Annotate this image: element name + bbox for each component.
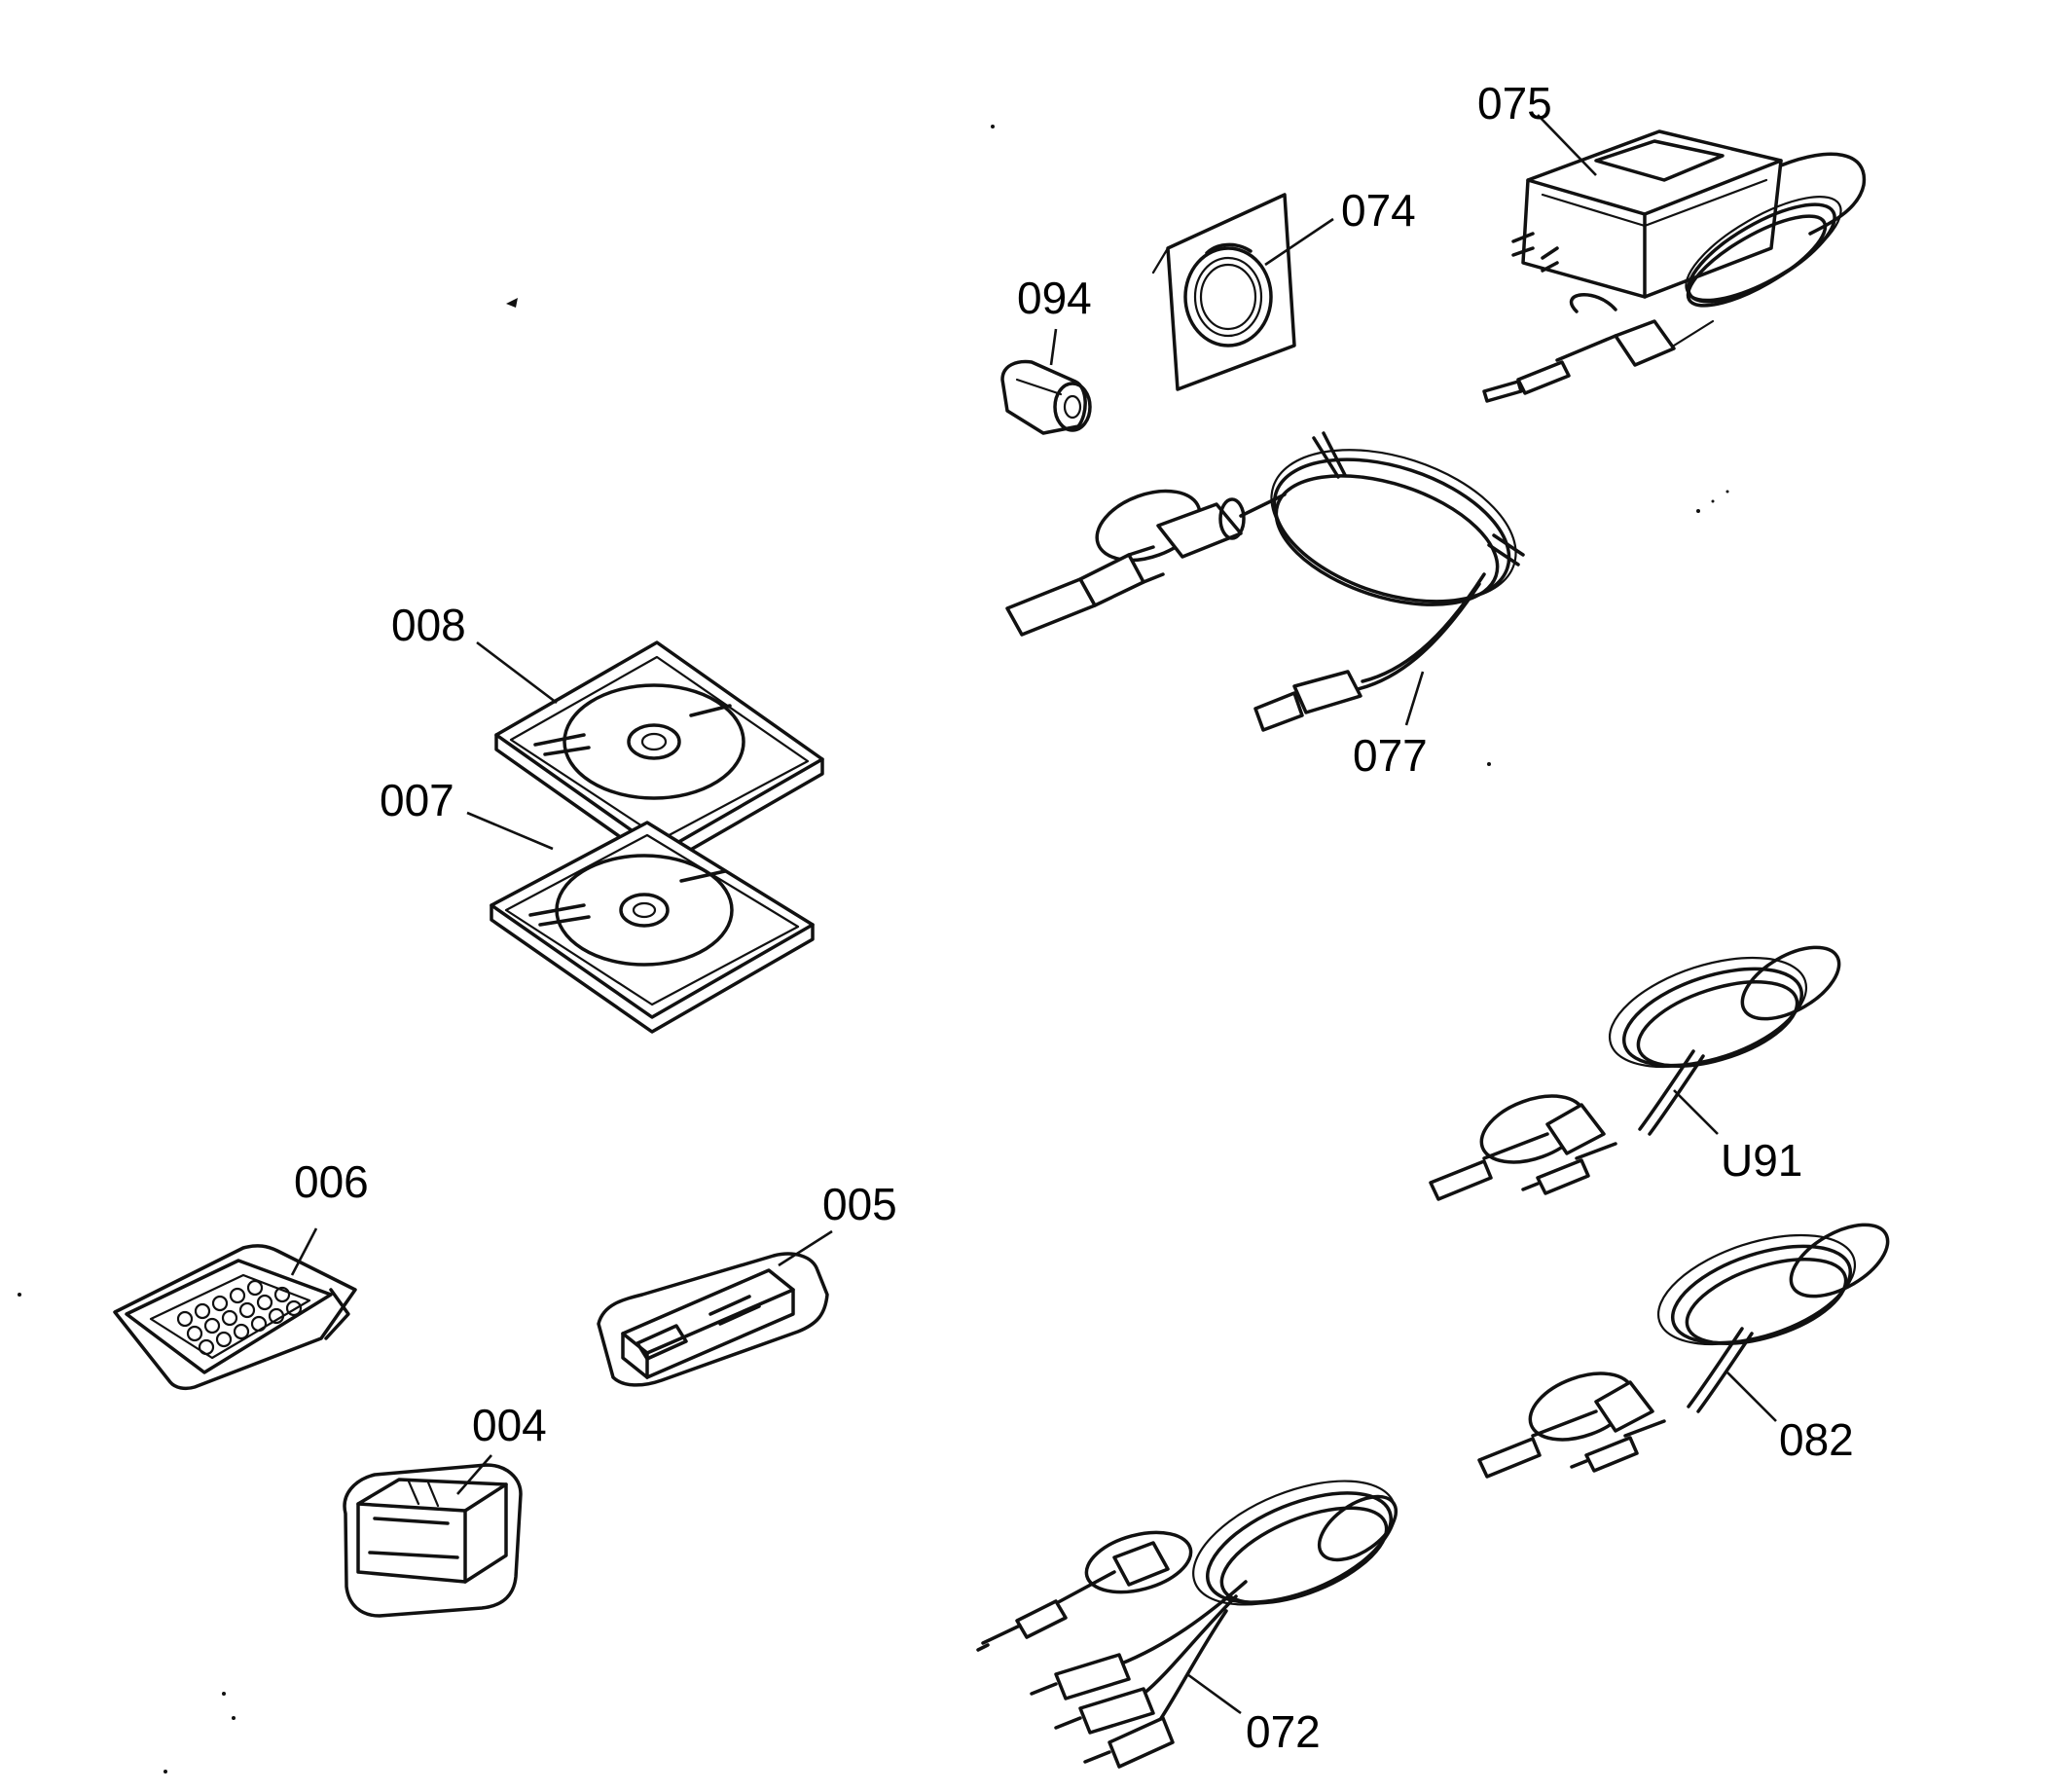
- battery-005: 005: [597, 1179, 897, 1387]
- lens-film-074: 074: [1151, 185, 1416, 391]
- battery-004: 004: [343, 1400, 547, 1618]
- av-cable-072: 072: [976, 1480, 1398, 1769]
- callout-074: 074: [1341, 185, 1416, 236]
- memory-card-006: 006: [113, 1156, 369, 1391]
- callout-u91: U91: [1721, 1135, 1802, 1186]
- callout-005: 005: [822, 1179, 897, 1229]
- scan-specks: [18, 125, 1729, 1774]
- ac-adapter-075: 075: [1477, 78, 1867, 403]
- callout-082: 082: [1779, 1414, 1854, 1465]
- cable-u91: U91: [1429, 945, 1841, 1201]
- callout-008: 008: [391, 600, 466, 650]
- callout-006: 006: [294, 1156, 369, 1207]
- cd-rom-008: 008: [391, 600, 824, 868]
- callout-004: 004: [472, 1400, 547, 1450]
- ferrite-core-094: 094: [1000, 273, 1092, 435]
- callout-094: 094: [1017, 273, 1092, 323]
- callout-075: 075: [1477, 78, 1552, 128]
- callout-072: 072: [1246, 1706, 1321, 1757]
- cd-rom-007: 007: [380, 775, 815, 1034]
- callout-007: 007: [380, 775, 454, 825]
- cable-082: 082: [1477, 1223, 1890, 1479]
- callout-077: 077: [1353, 730, 1428, 781]
- usb-cable-077: 077: [1005, 431, 1525, 781]
